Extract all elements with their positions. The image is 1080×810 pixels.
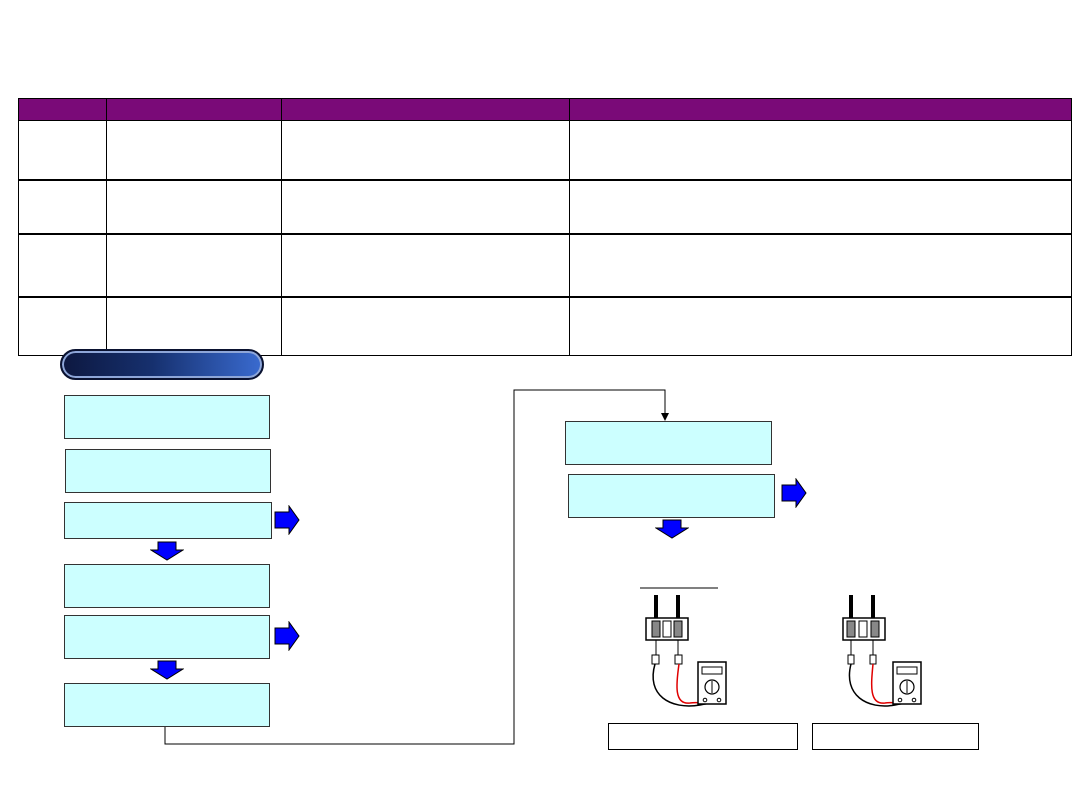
table-col-divider [569,99,570,355]
table-cell [282,122,569,178]
arrow-right-icon [781,478,807,508]
connector-icon [645,617,689,641]
table-header-cell [570,99,1070,107]
flow-step-6 [64,683,270,727]
flow-step-2 [65,449,271,493]
flow-step-1 [64,395,270,439]
spec-table [18,98,1072,356]
table-cell [107,235,281,295]
table-cell [107,298,281,354]
multimeter-icon [697,661,727,705]
table-cell [107,181,281,233]
arrow-right-icon [274,505,300,535]
table-header-row [19,99,1071,121]
multimeter-icon [892,661,922,705]
arrow-right-icon [274,621,300,651]
arrow-down-icon [655,519,689,539]
table-cell [570,235,1070,295]
table-col-divider [281,99,282,355]
table-header-cell [107,99,282,107]
flow-step-3 [64,502,272,539]
table-cell [282,298,569,354]
table-row-divider [19,233,1071,235]
table-cell [19,181,106,233]
section-title-pill [60,349,264,380]
arrow-down-icon [150,541,184,561]
flow-right-step-1 [565,421,772,465]
table-col-divider [106,99,107,355]
arrow-down-icon [150,660,184,680]
section-title [62,351,262,363]
table-row-divider [19,296,1071,298]
table-cell [570,298,1070,354]
multimeter-measurement-diagram [640,587,727,707]
table-cell [19,122,106,178]
table-cell [19,298,106,354]
table-header-cell [282,99,570,107]
flow-right-step-2 [568,474,775,518]
table-cell [282,235,569,295]
table-cell [570,181,1070,233]
table-cell [570,122,1070,178]
table-header-cell [19,99,107,107]
multimeter-measurement-diagram [842,595,922,707]
flow-step-4 [64,564,270,608]
meter-caption-left [608,723,798,750]
connector-icon [842,617,886,641]
table-cell [107,122,281,178]
table-cell [19,235,106,295]
meter-caption-right [812,723,979,750]
table-row-divider [19,179,1071,181]
flow-step-5 [64,615,270,659]
table-cell [282,181,569,233]
